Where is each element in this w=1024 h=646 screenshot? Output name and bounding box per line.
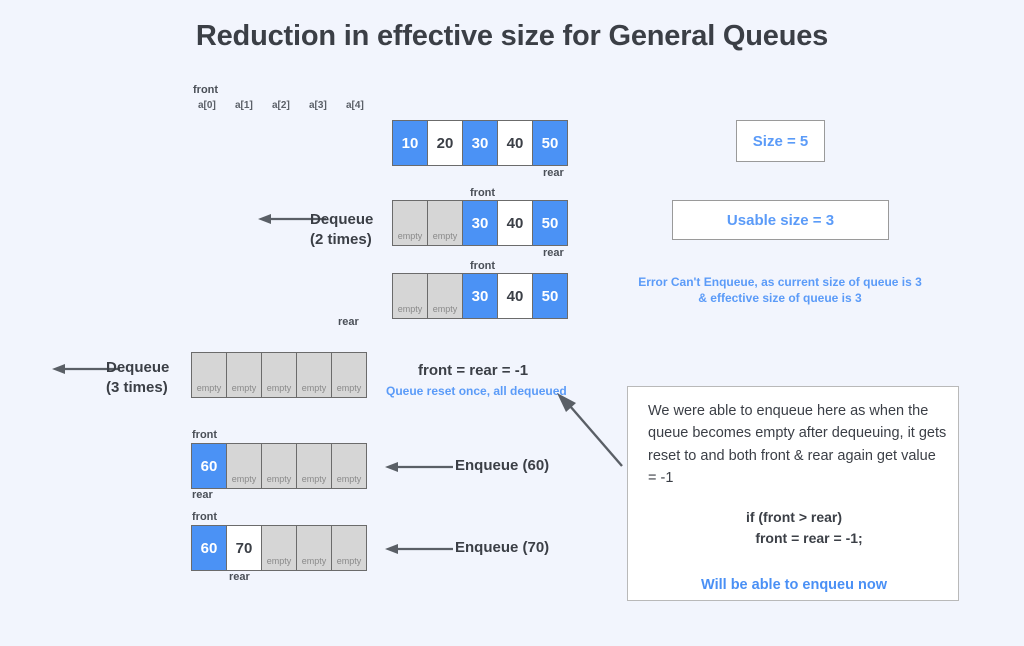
explanation-code-block: if (front > rear) front = rear = -1; bbox=[628, 507, 960, 549]
front-label-row-enqueue-blocked: front bbox=[470, 260, 496, 272]
queue-cell: empty bbox=[261, 352, 297, 398]
index-front-label: front bbox=[193, 84, 219, 96]
front-label-row-enqueue-60: front bbox=[192, 429, 218, 441]
queue-cell: empty bbox=[427, 273, 463, 319]
explanation-paragraph: We were able to enqueue here as when the… bbox=[648, 403, 947, 487]
queue-cell: 60 bbox=[191, 525, 227, 571]
queue-cell: 30 bbox=[462, 120, 498, 166]
index-label-a1: a[1] bbox=[235, 100, 253, 111]
queue-cell: 50 bbox=[532, 120, 568, 166]
explanation-code-line1: if (front > rear) bbox=[745, 509, 843, 525]
rear-label-row-initial: rear bbox=[543, 167, 564, 179]
index-label-a0: a[0] bbox=[198, 100, 216, 111]
index-label-a2: a[2] bbox=[272, 100, 290, 111]
rear-label-row-enqueue-60: rear bbox=[192, 489, 213, 501]
size-box: Size = 5 bbox=[736, 120, 825, 162]
queue-cell: empty bbox=[296, 443, 332, 489]
queue-cell: empty bbox=[392, 273, 428, 319]
dequeue-3-times-line2: (3 times) bbox=[106, 379, 168, 397]
queue-cell: 30 bbox=[462, 273, 498, 319]
queue-cell: 10 bbox=[392, 120, 428, 166]
enqueue-70-label: Enqueue (70) bbox=[455, 539, 550, 556]
front-label-row-after-2-dequeue: front bbox=[470, 187, 496, 199]
index-label-a3: a[3] bbox=[309, 100, 327, 111]
enqueue-60-label: Enqueue (60) bbox=[455, 457, 550, 474]
queue-cell: 70 bbox=[226, 525, 262, 571]
queue-row-initial: 10 20 30 40 50 bbox=[392, 120, 568, 166]
dequeue-3-arrow-icon bbox=[52, 362, 120, 380]
reset-equation-label: front = rear = -1 bbox=[418, 362, 529, 379]
queue-row-enqueue-60: 60 empty empty empty empty bbox=[191, 443, 367, 489]
explanation-code-line2: front = rear = -1; bbox=[755, 530, 863, 546]
queue-cell: 20 bbox=[427, 120, 463, 166]
queue-row-all-empty: empty empty empty empty empty bbox=[191, 352, 367, 398]
queue-cell: 40 bbox=[497, 120, 533, 166]
dequeue-3-times-label: Dequeue (3 times) bbox=[106, 358, 169, 399]
queue-cell: empty bbox=[261, 525, 297, 571]
dequeue-3-times-line1: Dequeue bbox=[106, 359, 170, 376]
index-label-a4: a[4] bbox=[346, 100, 364, 111]
queue-cell: empty bbox=[331, 525, 367, 571]
queue-cell: 40 bbox=[497, 200, 533, 246]
queue-row-after-2-dequeue: empty empty 30 40 50 bbox=[392, 200, 568, 246]
queue-cell: empty bbox=[427, 200, 463, 246]
enqueue-error-line1: Error Can't Enqueue, as current size of … bbox=[638, 275, 922, 289]
dequeue-2-times-line2: (2 times) bbox=[310, 231, 372, 249]
queue-cell: empty bbox=[296, 525, 332, 571]
queue-row-enqueue-blocked: empty empty 30 40 50 bbox=[392, 273, 568, 319]
queue-cell: 30 bbox=[462, 200, 498, 246]
dequeue-2-times-line1: Dequeue bbox=[310, 211, 374, 228]
enqueue-error-message: Error Can't Enqueue, as current size of … bbox=[600, 274, 960, 306]
queue-cell: empty bbox=[296, 352, 332, 398]
queue-cell: empty bbox=[191, 352, 227, 398]
enqueue-60-arrow-icon bbox=[385, 460, 453, 478]
queue-cell: 50 bbox=[532, 200, 568, 246]
queue-row-enqueue-70: 60 70 empty empty empty bbox=[191, 525, 367, 571]
reset-caption-label: Queue reset once, all dequeued bbox=[386, 384, 567, 398]
front-label-row-enqueue-70: front bbox=[192, 511, 218, 523]
rear-label-row-after-2-dequeue: rear bbox=[543, 247, 564, 259]
explanation-pointer-arrow-icon bbox=[556, 392, 626, 475]
enqueue-error-line2: & effective size of queue is 3 bbox=[698, 291, 862, 306]
queue-cell: empty bbox=[261, 443, 297, 489]
usable-size-box: Usable size = 3 bbox=[672, 200, 889, 240]
rear-label-row-enqueue-blocked: rear bbox=[338, 316, 359, 328]
queue-cell: 50 bbox=[532, 273, 568, 319]
enqueue-70-arrow-icon bbox=[385, 542, 453, 560]
page-title: Reduction in effective size for General … bbox=[195, 20, 829, 52]
queue-cell: empty bbox=[226, 443, 262, 489]
rear-label-row-enqueue-70: rear bbox=[229, 571, 250, 583]
queue-cell: empty bbox=[331, 352, 367, 398]
queue-cell: empty bbox=[331, 443, 367, 489]
queue-cell: 40 bbox=[497, 273, 533, 319]
queue-cell: empty bbox=[392, 200, 428, 246]
explanation-footer: Will be able to enqueu now bbox=[701, 577, 887, 593]
dequeue-2-times-label: Dequeue (2 times) bbox=[310, 210, 373, 251]
queue-cell: 60 bbox=[191, 443, 227, 489]
queue-cell: empty bbox=[226, 352, 262, 398]
dequeue-2-arrow-icon bbox=[258, 212, 326, 230]
explanation-panel: We were able to enqueue here as when the… bbox=[627, 386, 959, 601]
